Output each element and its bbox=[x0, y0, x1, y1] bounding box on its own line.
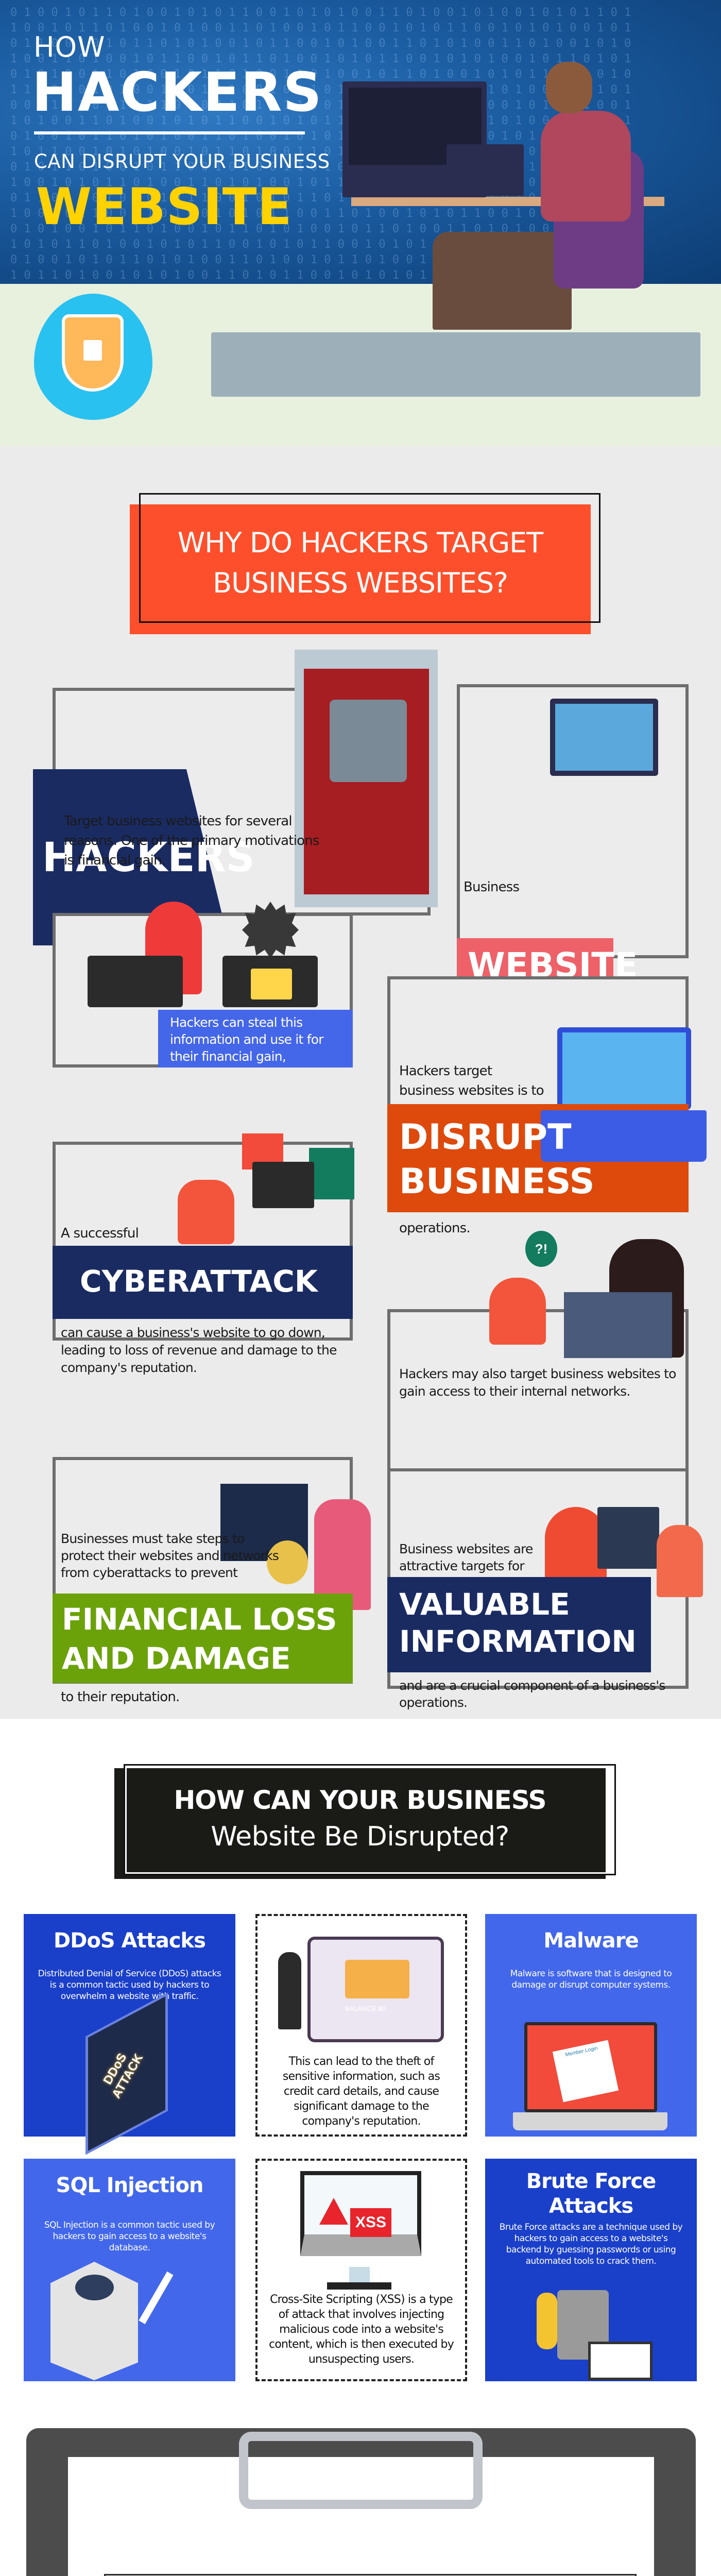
disruption-title-line-1: HOW CAN YOUR BUSINESS bbox=[174, 1785, 546, 1815]
cyberattack-banner bbox=[53, 1246, 353, 1319]
hero-title-how: HOW bbox=[33, 31, 106, 63]
desk-illustration bbox=[564, 1292, 672, 1358]
person-illustration bbox=[541, 111, 631, 222]
sql-description: SQL Injection is a common tactic used by… bbox=[44, 2220, 215, 2253]
hero-title-hackers: HACKERS bbox=[32, 61, 323, 124]
clipboard-clip bbox=[239, 2432, 483, 2509]
disrupt-keyword-line-2: BUSINESS bbox=[399, 1161, 595, 1202]
networks-description: Hackers may also target business website… bbox=[399, 1366, 676, 1399]
hackers-keyword: HACKERS bbox=[42, 835, 255, 881]
steal-info-text: Hackers can steal this information and u… bbox=[170, 1015, 323, 1064]
steal-info-box bbox=[158, 1010, 353, 1067]
valuable-keyword-line-2: INFORMATION bbox=[399, 1624, 637, 1659]
brute-force-description: Brute Force attacks are a technique used… bbox=[499, 2222, 683, 2266]
broken-coin-icon bbox=[267, 1540, 308, 1584]
disruption-header-box bbox=[114, 1768, 606, 1879]
disrupt-suffix: operations. bbox=[399, 1221, 471, 1236]
hero-title-website: WEBSITE bbox=[36, 178, 293, 236]
laptop-illustration bbox=[447, 144, 524, 196]
woman-at-desk-illustration bbox=[489, 1278, 546, 1345]
financial-keyword: FINANCIAL LOSS AND DAMAGE bbox=[62, 1600, 337, 1678]
ddos-description: Distributed Denial of Service (DDoS) att… bbox=[38, 1969, 221, 2002]
disrupt-prefix: Hackers target business websites is to bbox=[399, 1063, 544, 1098]
database-top bbox=[75, 2275, 114, 2300]
xss-badge: XSS bbox=[350, 2208, 391, 2237]
code-alert-icon bbox=[309, 1148, 354, 1199]
credit-card-theft-icon bbox=[345, 1960, 409, 1998]
monitor-base bbox=[327, 2282, 391, 2290]
xss-monitor-icon bbox=[300, 2171, 421, 2256]
hero-subtitle: CAN DISRUPT YOUR BUSINESS bbox=[34, 150, 330, 173]
cyberattack-prefix: A successful bbox=[61, 1226, 139, 1241]
monitor-stand bbox=[349, 2267, 370, 2282]
clipboard-paper bbox=[68, 2457, 654, 2576]
person-head-illustration bbox=[546, 62, 592, 113]
valuable-suffix: and are a crucial component of a busines… bbox=[399, 1678, 665, 1710]
warning-triangle-icon bbox=[319, 2198, 348, 2225]
folder-icon bbox=[251, 969, 292, 999]
hacker-with-bag-illustration bbox=[545, 1507, 607, 1589]
rug bbox=[211, 332, 700, 397]
shield-lock-icon bbox=[62, 314, 124, 392]
cyberattack-description: can cause a business's website to go dow… bbox=[61, 1325, 337, 1375]
padlock-icon bbox=[83, 340, 102, 361]
xss-description: Cross-Site Scripting (XSS) is a type of … bbox=[269, 2293, 454, 2366]
valuable-banner bbox=[387, 1577, 651, 1672]
theft-description: This can lead to the theft of sensitive … bbox=[282, 2055, 440, 2128]
balance-label: BALANCE $0 bbox=[345, 2005, 386, 2012]
warning-screen-illustration bbox=[562, 1032, 686, 1105]
monitor-illustration bbox=[597, 1507, 659, 1569]
ddos-title: DDoS Attacks bbox=[54, 1929, 206, 1953]
malware-title: Malware bbox=[543, 1929, 639, 1953]
valuable-keyword-line-1: VALUABLE bbox=[399, 1587, 570, 1622]
laptop-keyboard bbox=[513, 2112, 667, 2130]
monitor-illustration bbox=[252, 1162, 314, 1208]
disrupt-keyword-line-1: DISRUPT bbox=[399, 1117, 572, 1158]
brute-force-title: Brute Force Attacks bbox=[485, 2169, 697, 2218]
website-prefix: Business bbox=[464, 879, 520, 895]
coin-stack-icon bbox=[537, 2293, 557, 2349]
thief-illustration bbox=[278, 1952, 301, 2029]
syringe-icon bbox=[139, 2271, 174, 2325]
why-header-title: WHY DO HACKERS TARGET BUSINESS WEBSITES? bbox=[130, 523, 591, 603]
shocked-woman-illustration bbox=[657, 1525, 703, 1597]
vault-door-icon bbox=[330, 700, 407, 782]
dashboard-screen-illustration bbox=[555, 704, 653, 771]
tile-data-theft: BALANCE $0 This can lead to the theft of… bbox=[255, 1914, 467, 2137]
why-header-frame bbox=[139, 493, 600, 623]
why-header-box bbox=[130, 504, 591, 634]
tile-ddos: DDoS Attacks Distributed Denial of Servi… bbox=[24, 1914, 235, 2155]
laptop-keyboard-illustration bbox=[541, 1110, 707, 1162]
phishing-laptop-icon bbox=[524, 2022, 657, 2112]
financial-keyword-line-1: FINANCIAL LOSS bbox=[62, 1602, 337, 1637]
financial-prefix: Businesses must take steps to protect th… bbox=[61, 1531, 279, 1580]
tile-brute-force: Brute Force Attacks Brute Force attacks … bbox=[485, 2159, 697, 2381]
question-bubble-icon: ?! bbox=[525, 1231, 557, 1267]
sql-title: SQL Injection bbox=[56, 2174, 204, 2197]
financial-suffix: to their reputation. bbox=[61, 1689, 180, 1705]
financial-banner bbox=[53, 1594, 353, 1683]
tile-malware: Malware Malware is software that is desi… bbox=[485, 1914, 697, 2137]
brute-force-title-line-1: Brute Force bbox=[526, 2170, 657, 2193]
hero-divider bbox=[34, 131, 305, 134]
malware-description: Malware is software that is designed to … bbox=[510, 1969, 672, 1990]
disruption-header-frame bbox=[124, 1764, 616, 1875]
cyberattack-keyword: CYBERATTACK bbox=[80, 1264, 318, 1299]
laptop-illustration bbox=[88, 956, 183, 1007]
disrupt-keyword: DISRUPT BUSINESS bbox=[399, 1115, 595, 1204]
tile-sql-injection: SQL Injection SQL Injection is a common … bbox=[24, 2159, 235, 2381]
stressed-man-illustration bbox=[314, 1499, 371, 1610]
person-legs-illustration bbox=[433, 232, 572, 330]
why-title-line-1: WHY DO HACKERS TARGET bbox=[177, 527, 543, 559]
hacked-laptop-icon bbox=[588, 2342, 653, 2380]
worried-person-illustration bbox=[178, 1180, 234, 1244]
brute-force-title-line-2: Attacks bbox=[548, 2194, 633, 2218]
hackers-description: Target business websites for several rea… bbox=[64, 814, 319, 868]
valuable-keyword: VALUABLE INFORMATION bbox=[399, 1586, 637, 1660]
disruption-title-line-2: Website Be Disrupted? bbox=[211, 1821, 509, 1852]
why-title-line-2: BUSINESS WEBSITES? bbox=[213, 567, 508, 599]
tile-xss: XSS Cross-Site Scripting (XSS) is a type… bbox=[255, 2159, 467, 2381]
financial-keyword-line-2: AND DAMAGE bbox=[62, 1641, 291, 1676]
